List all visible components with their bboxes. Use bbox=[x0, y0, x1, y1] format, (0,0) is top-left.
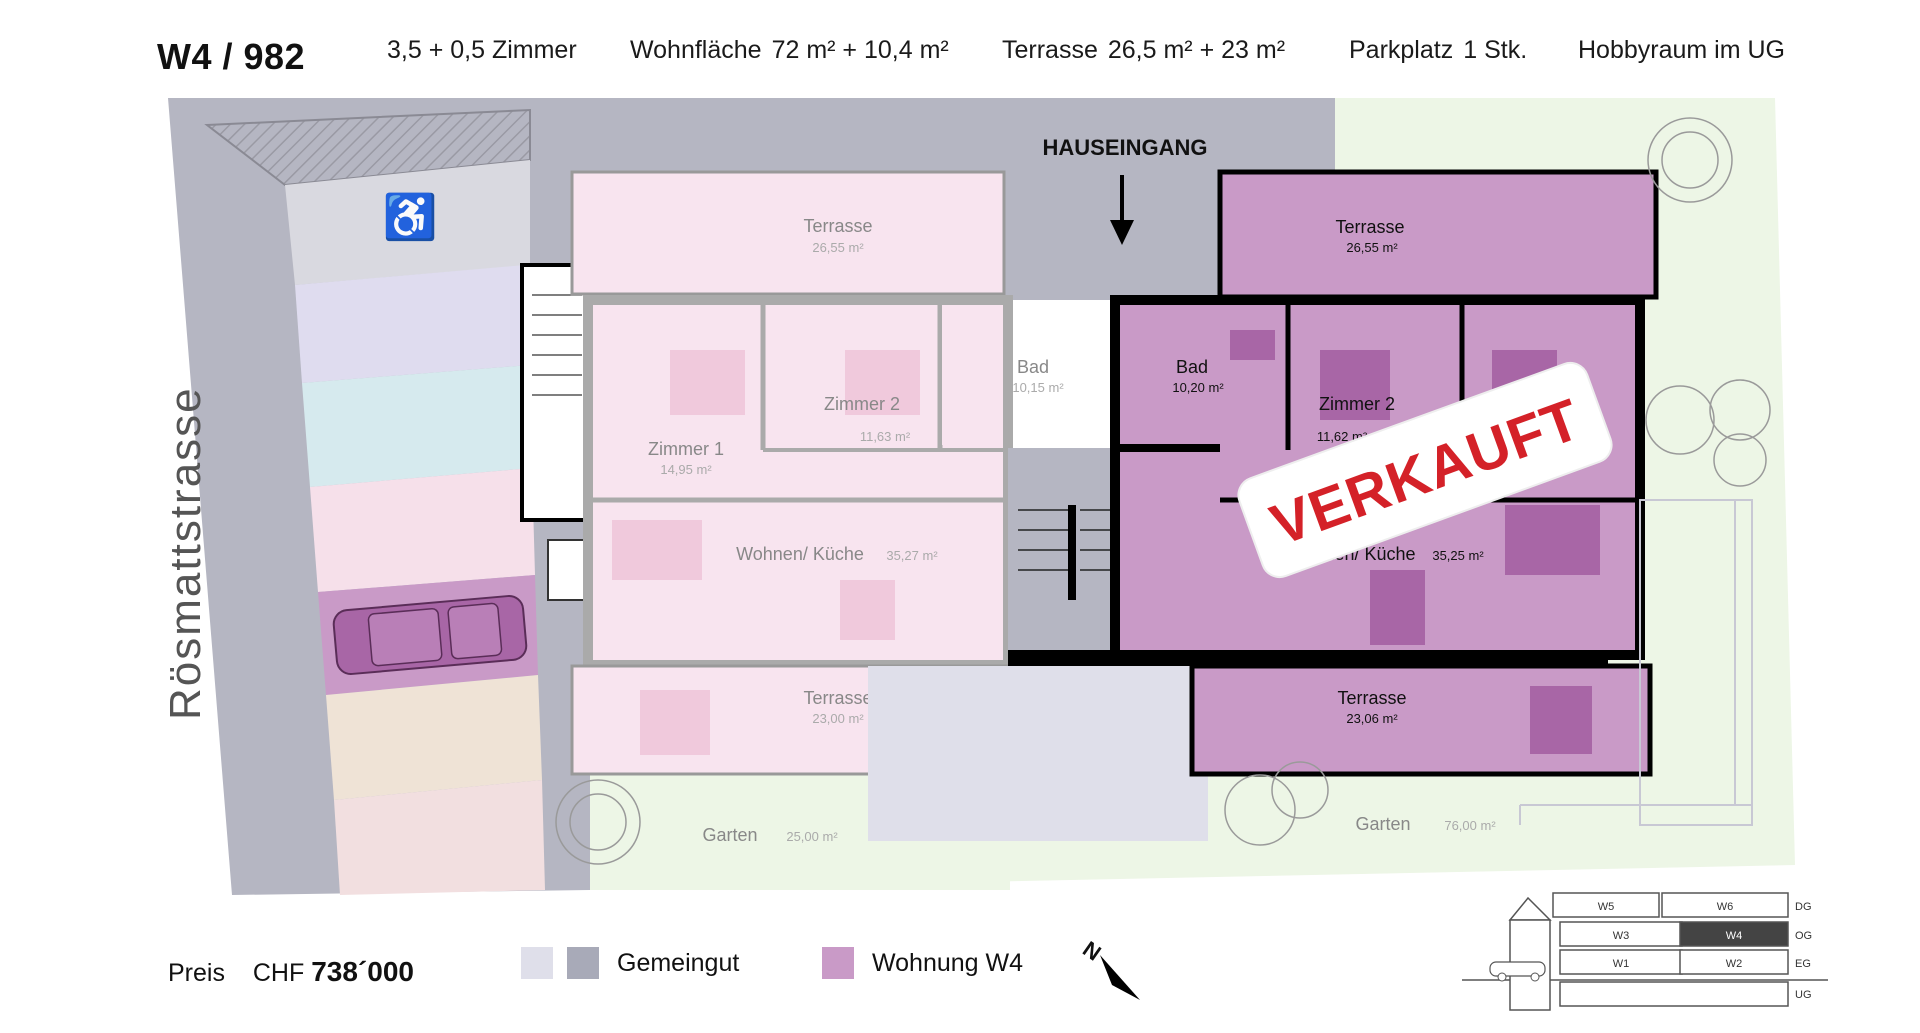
terrace-label: Terrasse bbox=[1002, 36, 1098, 64]
w4-bathtub bbox=[1230, 330, 1275, 360]
w4-sofa bbox=[1505, 505, 1600, 575]
w4-terrace-bottom-area: 23,06 m² bbox=[1346, 711, 1398, 726]
parking-slot-3 bbox=[310, 468, 535, 592]
left-garden-label: Garten bbox=[702, 825, 757, 845]
living-area-info: Wohnfläche 72 m² + 10,4 m² bbox=[630, 36, 949, 76]
disabled-parking bbox=[285, 160, 530, 285]
area-value: 72 m² + 10,4 m² bbox=[771, 36, 949, 64]
price-currency: CHF bbox=[252, 959, 305, 987]
car-icon bbox=[332, 595, 528, 675]
parking-slot-1 bbox=[295, 265, 530, 383]
parking-slot-2 bbox=[302, 365, 532, 487]
left-terrace-top bbox=[570, 170, 1006, 296]
floor-w2-label: W2 bbox=[1726, 958, 1743, 970]
left-living-area: 35,27 m² bbox=[886, 548, 938, 563]
w4-table bbox=[1370, 570, 1425, 645]
floor-ug bbox=[1559, 981, 1789, 1007]
price-value: 738´000 bbox=[311, 956, 414, 987]
parking-slot-6 bbox=[334, 780, 545, 895]
area-label: Wohnfläche bbox=[630, 36, 762, 64]
left-bed-1 bbox=[670, 350, 745, 415]
building-section: W5 W6 W3 W4 W1 W2 DG OG EG UG bbox=[1462, 892, 1828, 1011]
floor-w6 bbox=[1661, 892, 1789, 918]
floor-w5-label: W5 bbox=[1598, 901, 1615, 913]
left-garden-area: 25,00 m² bbox=[786, 829, 838, 844]
floor-w4-highlight bbox=[1679, 921, 1789, 947]
legend-swatch-unit bbox=[822, 947, 854, 979]
w4-bath-label: Bad bbox=[1176, 357, 1208, 377]
parking-value: 1 Stk. bbox=[1463, 36, 1528, 64]
car-section-icon bbox=[1489, 961, 1546, 982]
left-bath-area: 10,15 m² bbox=[1012, 380, 1064, 395]
left-room2-area: 11,63 m² bbox=[860, 429, 911, 444]
right-garden-area: 76,00 m² bbox=[1444, 818, 1496, 833]
legend-unit-label: Wohnung W4 bbox=[872, 948, 1024, 977]
street-label: Rösmattstrasse bbox=[161, 386, 210, 720]
level-eg: EG bbox=[1795, 958, 1811, 970]
parking-label: Parkplatz bbox=[1349, 36, 1454, 64]
parking-slot-5 bbox=[326, 675, 542, 800]
left-terrace-table bbox=[640, 690, 710, 755]
left-bed-2 bbox=[845, 350, 920, 415]
level-ug: UG bbox=[1795, 989, 1812, 1001]
floor-w1-label: W1 bbox=[1613, 958, 1630, 970]
price: Preis CHF 738´000 bbox=[168, 956, 414, 988]
floor-w2 bbox=[1679, 949, 1789, 975]
rooms-info: 3,5 + 0,5 Zimmer bbox=[387, 36, 577, 64]
unit-title: W4 / 982 bbox=[157, 36, 306, 77]
floor-w6-label: W6 bbox=[1717, 901, 1734, 913]
left-bath-label: Bad bbox=[1017, 357, 1049, 377]
left-room1-area: 14,95 m² bbox=[660, 462, 712, 477]
w4-bath-area: 10,20 m² bbox=[1172, 380, 1224, 395]
left-terrace-top-label: Terrasse bbox=[803, 216, 872, 236]
w4-terrace-top bbox=[1217, 169, 1659, 300]
legend-swatch-common-light bbox=[521, 947, 553, 979]
left-room2-label: Zimmer 2 bbox=[824, 394, 900, 414]
tree-icons bbox=[555, 117, 1771, 865]
left-table bbox=[840, 580, 895, 640]
left-terrace-top-area: 26,55 m² bbox=[812, 240, 864, 255]
north-arrow-icon: N bbox=[1078, 936, 1140, 1000]
entrance-label: HAUSEINGANG bbox=[1042, 135, 1207, 160]
common-lower-area bbox=[868, 666, 1208, 841]
terrace-value: 26,5 m² + 23 m² bbox=[1107, 36, 1286, 64]
hobby-room-info: Hobbyraum im UG bbox=[1578, 36, 1785, 64]
w4-terrace-top-area: 26,55 m² bbox=[1346, 240, 1398, 255]
parking-info: Parkplatz 1 Stk. bbox=[1349, 36, 1527, 76]
level-og: OG bbox=[1795, 930, 1812, 942]
external-stair bbox=[520, 263, 592, 522]
paving-grid bbox=[1639, 499, 1753, 826]
left-living-label: Wohnen/ Küche bbox=[736, 544, 864, 564]
w4-terrace-bottom-label: Terrasse bbox=[1337, 688, 1406, 708]
legend-common: Gemeingut bbox=[521, 945, 739, 981]
w4-bed-2 bbox=[1320, 350, 1390, 420]
entrance-arrow-icon bbox=[1110, 175, 1134, 245]
right-garden-label: Garten bbox=[1355, 814, 1410, 834]
grate bbox=[547, 539, 585, 601]
w4-terrace-top-label: Terrasse bbox=[1335, 217, 1404, 237]
legend-unit: Wohnung W4 bbox=[822, 945, 1023, 981]
price-label: Preis bbox=[168, 959, 225, 987]
floor-w4-label: W4 bbox=[1726, 930, 1743, 942]
wheelchair-icon: ♿ bbox=[383, 192, 438, 242]
w4-room2-label: Zimmer 2 bbox=[1319, 394, 1395, 414]
left-sofa bbox=[612, 520, 702, 580]
left-terrace-bottom-area: 23,00 m² bbox=[812, 711, 864, 726]
floor-w5 bbox=[1552, 892, 1660, 918]
left-terrace-bottom-label: Terrasse bbox=[803, 688, 872, 708]
w4-terrace-table bbox=[1530, 686, 1592, 754]
w4-living-area: 35,25 m² bbox=[1432, 548, 1484, 563]
terrace-info: Terrasse 26,5 m² + 23 m² bbox=[1002, 36, 1285, 76]
level-dg: DG bbox=[1795, 901, 1812, 913]
legend-swatch-common-dark bbox=[567, 947, 599, 979]
floor-w3-label: W3 bbox=[1613, 930, 1630, 942]
svg-text:N: N bbox=[1078, 936, 1105, 966]
left-bath bbox=[942, 305, 1002, 445]
floor-w1 bbox=[1559, 949, 1683, 975]
legend-common-label: Gemeingut bbox=[617, 948, 740, 977]
left-room1-label: Zimmer 1 bbox=[648, 439, 724, 459]
